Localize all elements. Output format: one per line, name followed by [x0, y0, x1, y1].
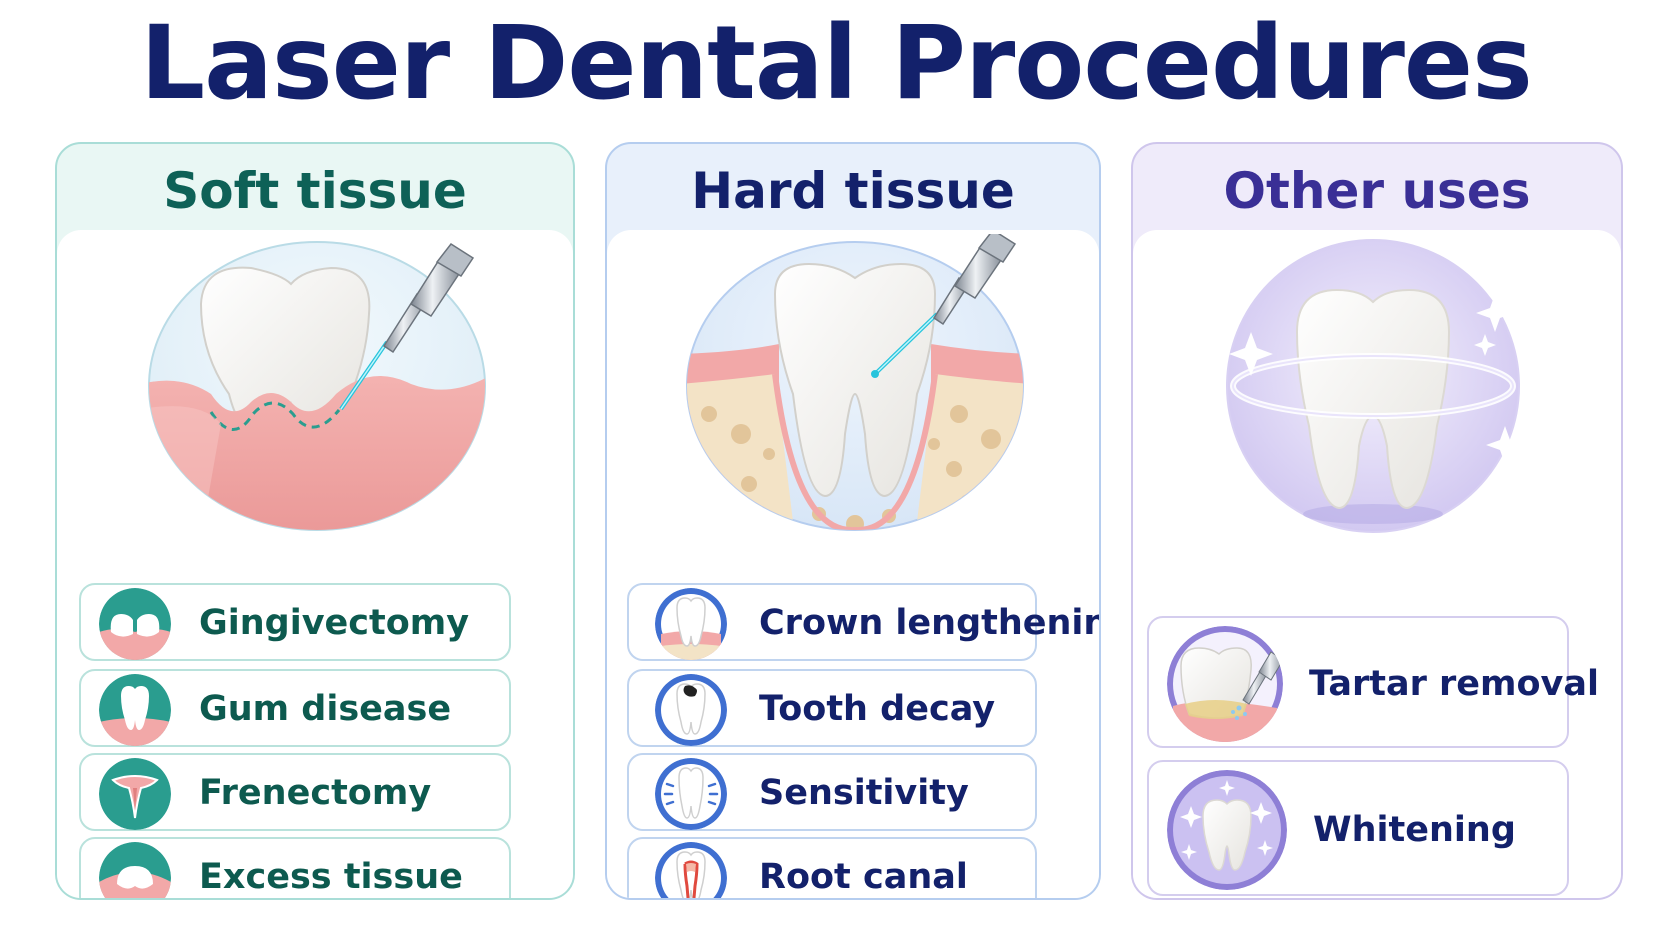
whitening-icon [1167, 770, 1287, 890]
item-label: Gum disease [199, 689, 452, 729]
other-uses-header: Other uses [1133, 144, 1621, 236]
excess-tissue-icon [99, 842, 171, 898]
item-label: Excess tissue [199, 857, 463, 897]
page-title: Laser Dental Procedures [140, 4, 1533, 123]
list-item-crown-lengthening[interactable]: Crown lengthening [627, 583, 1099, 661]
soft-tissue-body: Gingivectomy Gum disease Frenectomy [57, 230, 573, 898]
tooth-decay-icon [655, 674, 727, 746]
other-uses-panel: Other uses [1131, 142, 1623, 900]
other-uses-body: Tartar removal Whitening [1133, 230, 1621, 898]
root-canal-icon [655, 842, 727, 898]
item-label: Root canal [759, 857, 968, 897]
list-item-whitening[interactable]: Whitening [1147, 760, 1569, 896]
tooth-gum-laser-illustration [148, 241, 486, 531]
soft-tissue-header: Soft tissue [57, 144, 573, 236]
item-label: Gingivectomy [199, 603, 470, 643]
list-item-excess-tissue[interactable]: Excess tissue [79, 837, 511, 898]
sparkling-tooth-illustration [1226, 239, 1524, 533]
item-label: Frenectomy [199, 773, 432, 813]
item-label: Sensitivity [759, 773, 969, 813]
list-item-sensitivity[interactable]: Sensitivity [627, 753, 1037, 831]
list-item-frenectomy[interactable]: Frenectomy [79, 753, 511, 831]
soft-tissue-panel: Soft tissue Gingivectom [55, 142, 575, 900]
item-label: Whitening [1313, 810, 1516, 850]
list-item-tartar-removal[interactable]: Tartar removal [1147, 616, 1599, 748]
hard-tissue-panel: Hard tissue [605, 142, 1101, 900]
list-item-gum-disease[interactable]: Gum disease [79, 669, 511, 747]
tooth-bone-laser-illustration [686, 234, 1024, 531]
crown-lengthening-icon [655, 588, 727, 660]
tartar-removal-icon [1167, 626, 1283, 742]
gum-disease-icon [99, 674, 171, 746]
gingivectomy-icon [99, 588, 171, 660]
item-label: Tooth decay [759, 689, 996, 729]
list-item-tooth-decay[interactable]: Tooth decay [627, 669, 1037, 747]
soft-tissue-title: Soft tissue [163, 162, 467, 220]
sensitivity-icon [655, 758, 727, 830]
item-label: Crown lengthening [759, 603, 1101, 643]
other-uses-title: Other uses [1223, 162, 1531, 220]
frenectomy-icon [99, 758, 171, 830]
list-item-root-canal[interactable]: Root canal [627, 837, 1037, 898]
hard-tissue-title: Hard tissue [691, 162, 1015, 220]
list-item-gingivectomy[interactable]: Gingivectomy [79, 583, 511, 661]
hard-tissue-header: Hard tissue [607, 144, 1099, 236]
item-label: Tartar removal [1309, 664, 1599, 704]
hard-tissue-body: Crown lengthening Tooth decay Sensi [607, 230, 1099, 898]
